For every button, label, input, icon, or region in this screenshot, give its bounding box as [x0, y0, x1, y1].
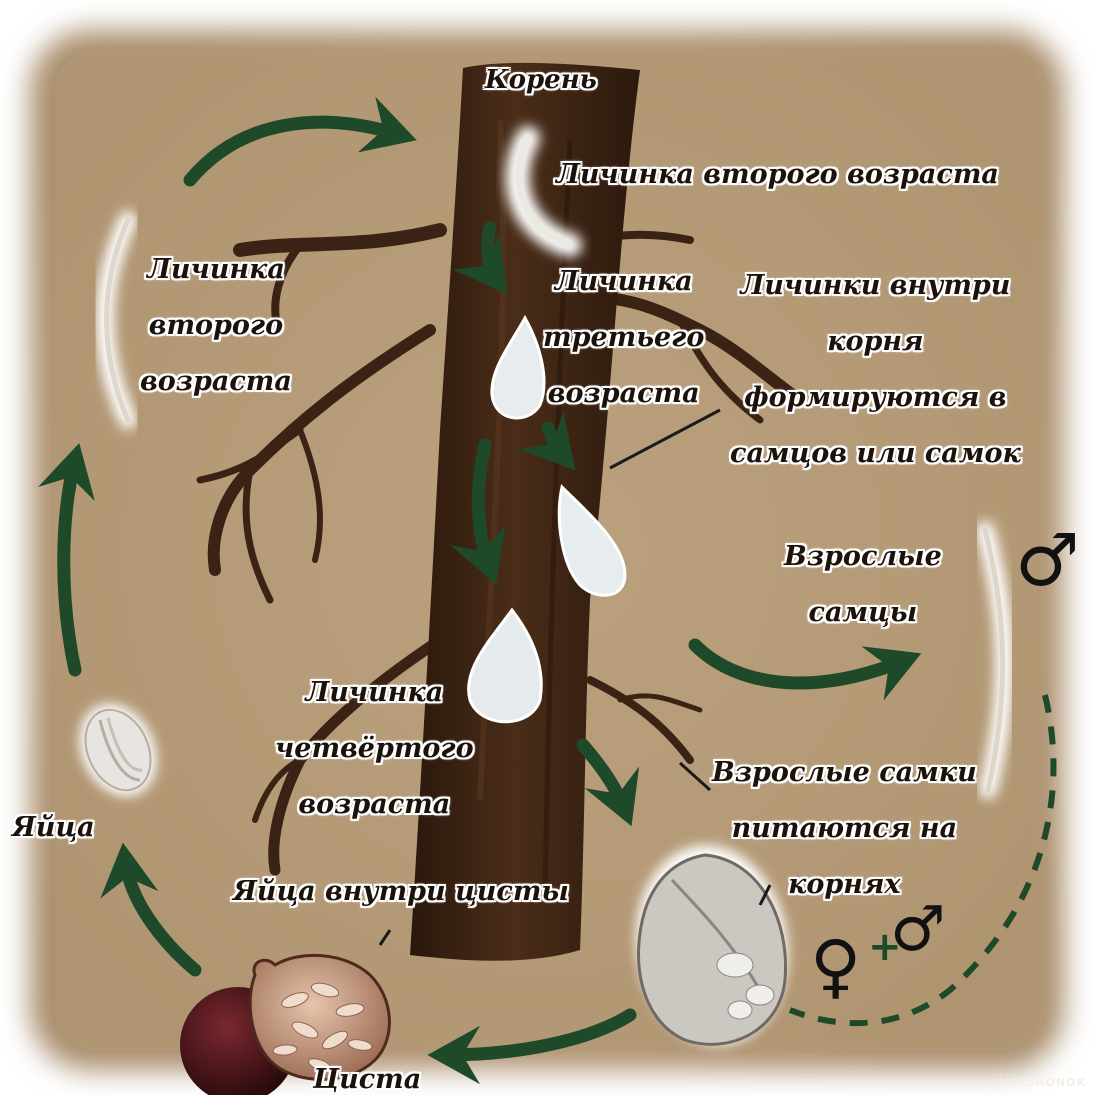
label-j3: Личинка третьего возраста — [543, 254, 704, 422]
label-adult-males: Взрослые самцы — [784, 529, 942, 641]
label-j2-left: Личинка второго возраста — [140, 242, 292, 410]
label-eggs-in-cyst: Яйца внутри цисты — [233, 864, 569, 920]
label-cyst: Циста — [313, 1052, 421, 1108]
male-symbol-top: ♂ — [1015, 518, 1080, 602]
label-inside-root: Личинки внутри корня формируются в самцо… — [730, 258, 1021, 482]
female-symbol: ♀ — [810, 925, 861, 1007]
label-root: Корень — [485, 52, 597, 108]
label-adult-females: Взрослые самки питаются на корнях — [712, 745, 977, 913]
label-j2-top: Личинка второго возраста — [556, 147, 999, 203]
credit: @VULSHONOK — [987, 1076, 1086, 1089]
label-j4: Личинка четвёртого возраста — [275, 665, 474, 833]
label-eggs: Яйца — [12, 800, 95, 856]
